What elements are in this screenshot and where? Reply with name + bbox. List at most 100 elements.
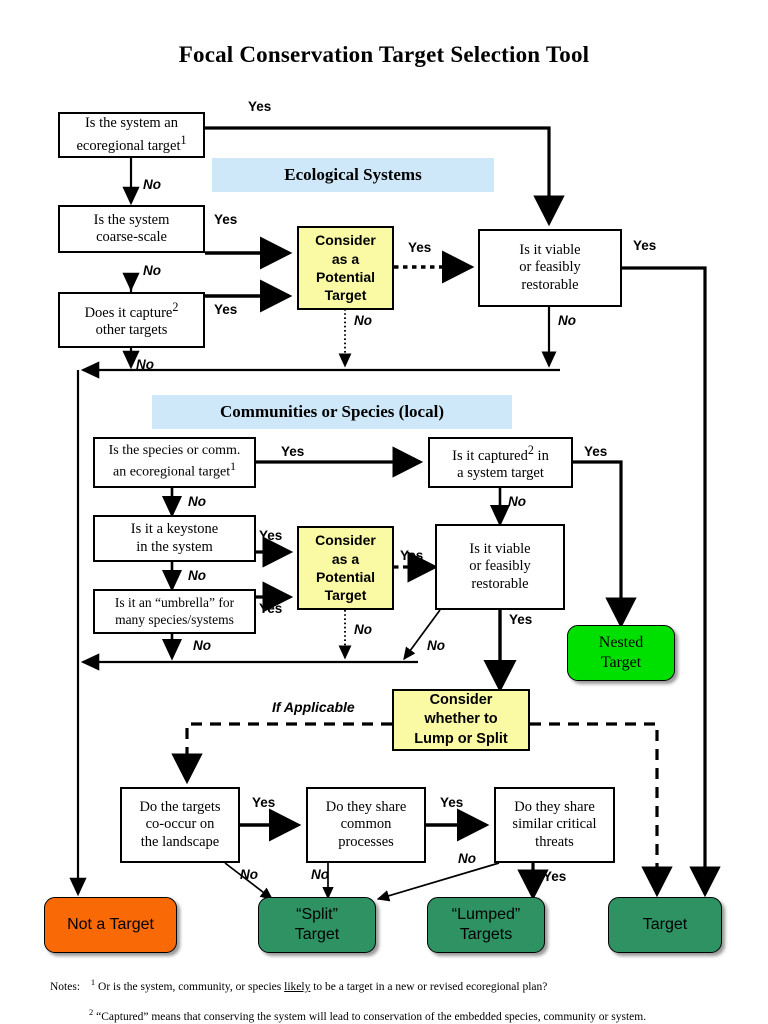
edge-sp-captured-yes	[573, 460, 637, 629]
edge-label-no-consider-system: No	[354, 313, 372, 328]
box-line-1: Is the system	[93, 211, 170, 228]
edge-if-applicable-right	[530, 722, 673, 898]
edge-label-yes-capture: Yes	[214, 302, 238, 317]
edge-viable-system-yes	[622, 266, 721, 898]
edge-label-yes-species-ecoregional: Yes	[281, 444, 305, 459]
edge-label-no-species-ecoregional: No	[188, 494, 206, 509]
edge-label-yes-captured: Yes	[584, 444, 608, 459]
box-line-3: processes	[338, 833, 394, 850]
box-consider-lump-or-split[interactable]: Consider whether to Lump or Split	[392, 689, 530, 751]
notes-label: Notes:	[50, 980, 81, 993]
terminal-nested-target[interactable]: Nested Target	[567, 625, 675, 681]
edge-label-yes-umbrella: Yes	[259, 601, 283, 616]
note-1-text-a: Or is the system, community, or species	[98, 980, 285, 993]
notes-block: Notes: 1 Or is the system, community, or…	[50, 977, 750, 1023]
page-title: Focal Conservation Target Selection Tool	[178, 42, 590, 67]
box-line-2: common	[340, 816, 392, 833]
note-row-1: Notes: 1 Or is the system, community, or…	[50, 977, 750, 993]
terminal-lumped-targets[interactable]: “Lumped” Targets	[427, 897, 545, 953]
edge-label-yes-cooccur: Yes	[252, 795, 276, 810]
box-text: Is the system coarse-scale	[94, 212, 170, 247]
edge-if-applicable-left	[171, 722, 392, 785]
box-text: Is it an “umbrella” for many species/sys…	[115, 595, 234, 627]
box-text: Is it viable or feasibly restorable	[469, 541, 531, 593]
edge-label-yes-consider-species: Yes	[400, 548, 424, 563]
note-row-2: 2 “Captured” means that conserving the s…	[89, 1007, 750, 1023]
footnote-ref: 1	[230, 460, 236, 474]
edge-viable-species-no	[403, 609, 441, 661]
edge-label-yes-consider-system: Yes	[408, 240, 432, 255]
edge-sys-ecoregional-yes	[205, 126, 565, 227]
box-is-system-coarse-scale[interactable]: Is the system coarse-scale	[58, 205, 205, 253]
terminal-split-target[interactable]: “Split” Target	[258, 897, 376, 953]
box-line-3: restorable	[521, 276, 579, 293]
footnote-ref: 2	[527, 442, 534, 457]
box-is-it-captured-in-system-target[interactable]: Is it captured2 in a system target	[428, 437, 573, 488]
box-line-3: threats	[535, 833, 574, 850]
edge-label-no-consider-species: No	[354, 622, 372, 637]
box-consider-potential-target-system[interactable]: Consider as a Potential Target	[297, 226, 394, 310]
edge-label-yes-viable-system: Yes	[633, 238, 657, 253]
box-line-3: restorable	[471, 575, 529, 592]
box-text: Do they share similar critical threats	[512, 799, 596, 851]
box-is-system-ecoregional-target[interactable]: Is the system an ecoregional target1	[58, 112, 205, 158]
box-line-1: Is it viable	[519, 241, 581, 258]
box-is-species-ecoregional-target[interactable]: Is the species or comm. an ecoregional t…	[93, 437, 256, 488]
box-text: Is the species or comm. an ecoregional t…	[109, 443, 241, 481]
banner-ecological-systems: Ecological Systems	[212, 158, 494, 192]
edge-label-yes-keystone: Yes	[259, 528, 283, 543]
terminal-target[interactable]: Target	[608, 897, 722, 953]
box-line-2: a system target	[457, 464, 544, 481]
box-line-2: or feasibly	[519, 259, 581, 276]
box-text: Do the targets co-occur on the landscape	[139, 799, 220, 851]
box-does-it-capture-other-targets[interactable]: Does it capture2 other targets	[58, 292, 205, 348]
edge-label-no-cooccur: No	[240, 867, 258, 882]
edge-label-yes-viable-species: Yes	[509, 612, 533, 627]
box-line-1: Is the species or comm.	[108, 443, 241, 459]
box-line-2: or feasibly	[469, 558, 531, 575]
box-line-2: similar critical	[512, 816, 597, 833]
box-text: Is it viable or feasibly restorable	[519, 242, 581, 294]
edge-label-no-capture: No	[136, 357, 154, 372]
box-line-1: Is the system an	[84, 115, 178, 132]
note-2-text: “Captured” means that conserving the sys…	[96, 1010, 647, 1023]
footnote-ref: 1	[180, 132, 187, 147]
banner-communities-species: Communities or Species (local)	[152, 395, 512, 429]
box-line-1: Do they share	[325, 798, 407, 815]
box-do-targets-co-occur[interactable]: Do the targets co-occur on the landscape	[120, 787, 240, 863]
box-is-it-keystone[interactable]: Is it a keystone in the system	[93, 515, 256, 562]
box-line-3: the landscape	[140, 833, 220, 850]
edge-label-no-captured: No	[508, 494, 526, 509]
edge-label-yes-common: Yes	[440, 795, 464, 810]
box-line-1b: in	[533, 447, 549, 464]
box-line-1: Does it capture	[84, 305, 173, 322]
box-do-they-share-common-processes[interactable]: Do they share common processes	[306, 787, 426, 863]
box-is-it-umbrella[interactable]: Is it an “umbrella” for many species/sys…	[93, 589, 256, 634]
box-line-1: Is it captured	[452, 447, 528, 464]
box-line-2: co-occur on	[145, 816, 215, 833]
footnote-marker-1: 1	[90, 977, 96, 987]
box-line-2: many species/systems	[115, 611, 234, 627]
footnote-marker-2: 2	[89, 1006, 94, 1017]
note-1-underlined: likely	[284, 980, 311, 993]
box-consider-potential-target-species[interactable]: Consider as a Potential Target	[297, 526, 394, 610]
box-is-it-viable-species[interactable]: Is it viable or feasibly restorable	[435, 524, 565, 610]
edge-label-no-common: No	[311, 867, 329, 882]
edge-sys-capture-no	[80, 348, 560, 379]
footnote-ref: 2	[172, 300, 179, 315]
edge-label-no-umbrella: No	[193, 638, 211, 653]
box-line-1: Do they share	[514, 798, 595, 815]
box-is-it-viable-system[interactable]: Is it viable or feasibly restorable	[478, 229, 622, 307]
box-text: Is the system an ecoregional target1	[76, 115, 186, 155]
edge-label-yes-top: Yes	[248, 99, 272, 114]
edge-label-no-system-ecoregional: No	[143, 177, 161, 192]
box-line-2: in the system	[136, 538, 213, 555]
edge-threats-no	[376, 862, 500, 902]
edge-label-if-applicable: If Applicable	[272, 699, 355, 715]
edge-label-no-keystone: No	[188, 568, 206, 583]
box-do-they-share-similar-threats[interactable]: Do they share similar critical threats	[494, 787, 615, 863]
terminal-not-a-target[interactable]: Not a Target	[44, 897, 177, 953]
box-line-1: Is it an “umbrella” for	[114, 595, 235, 611]
